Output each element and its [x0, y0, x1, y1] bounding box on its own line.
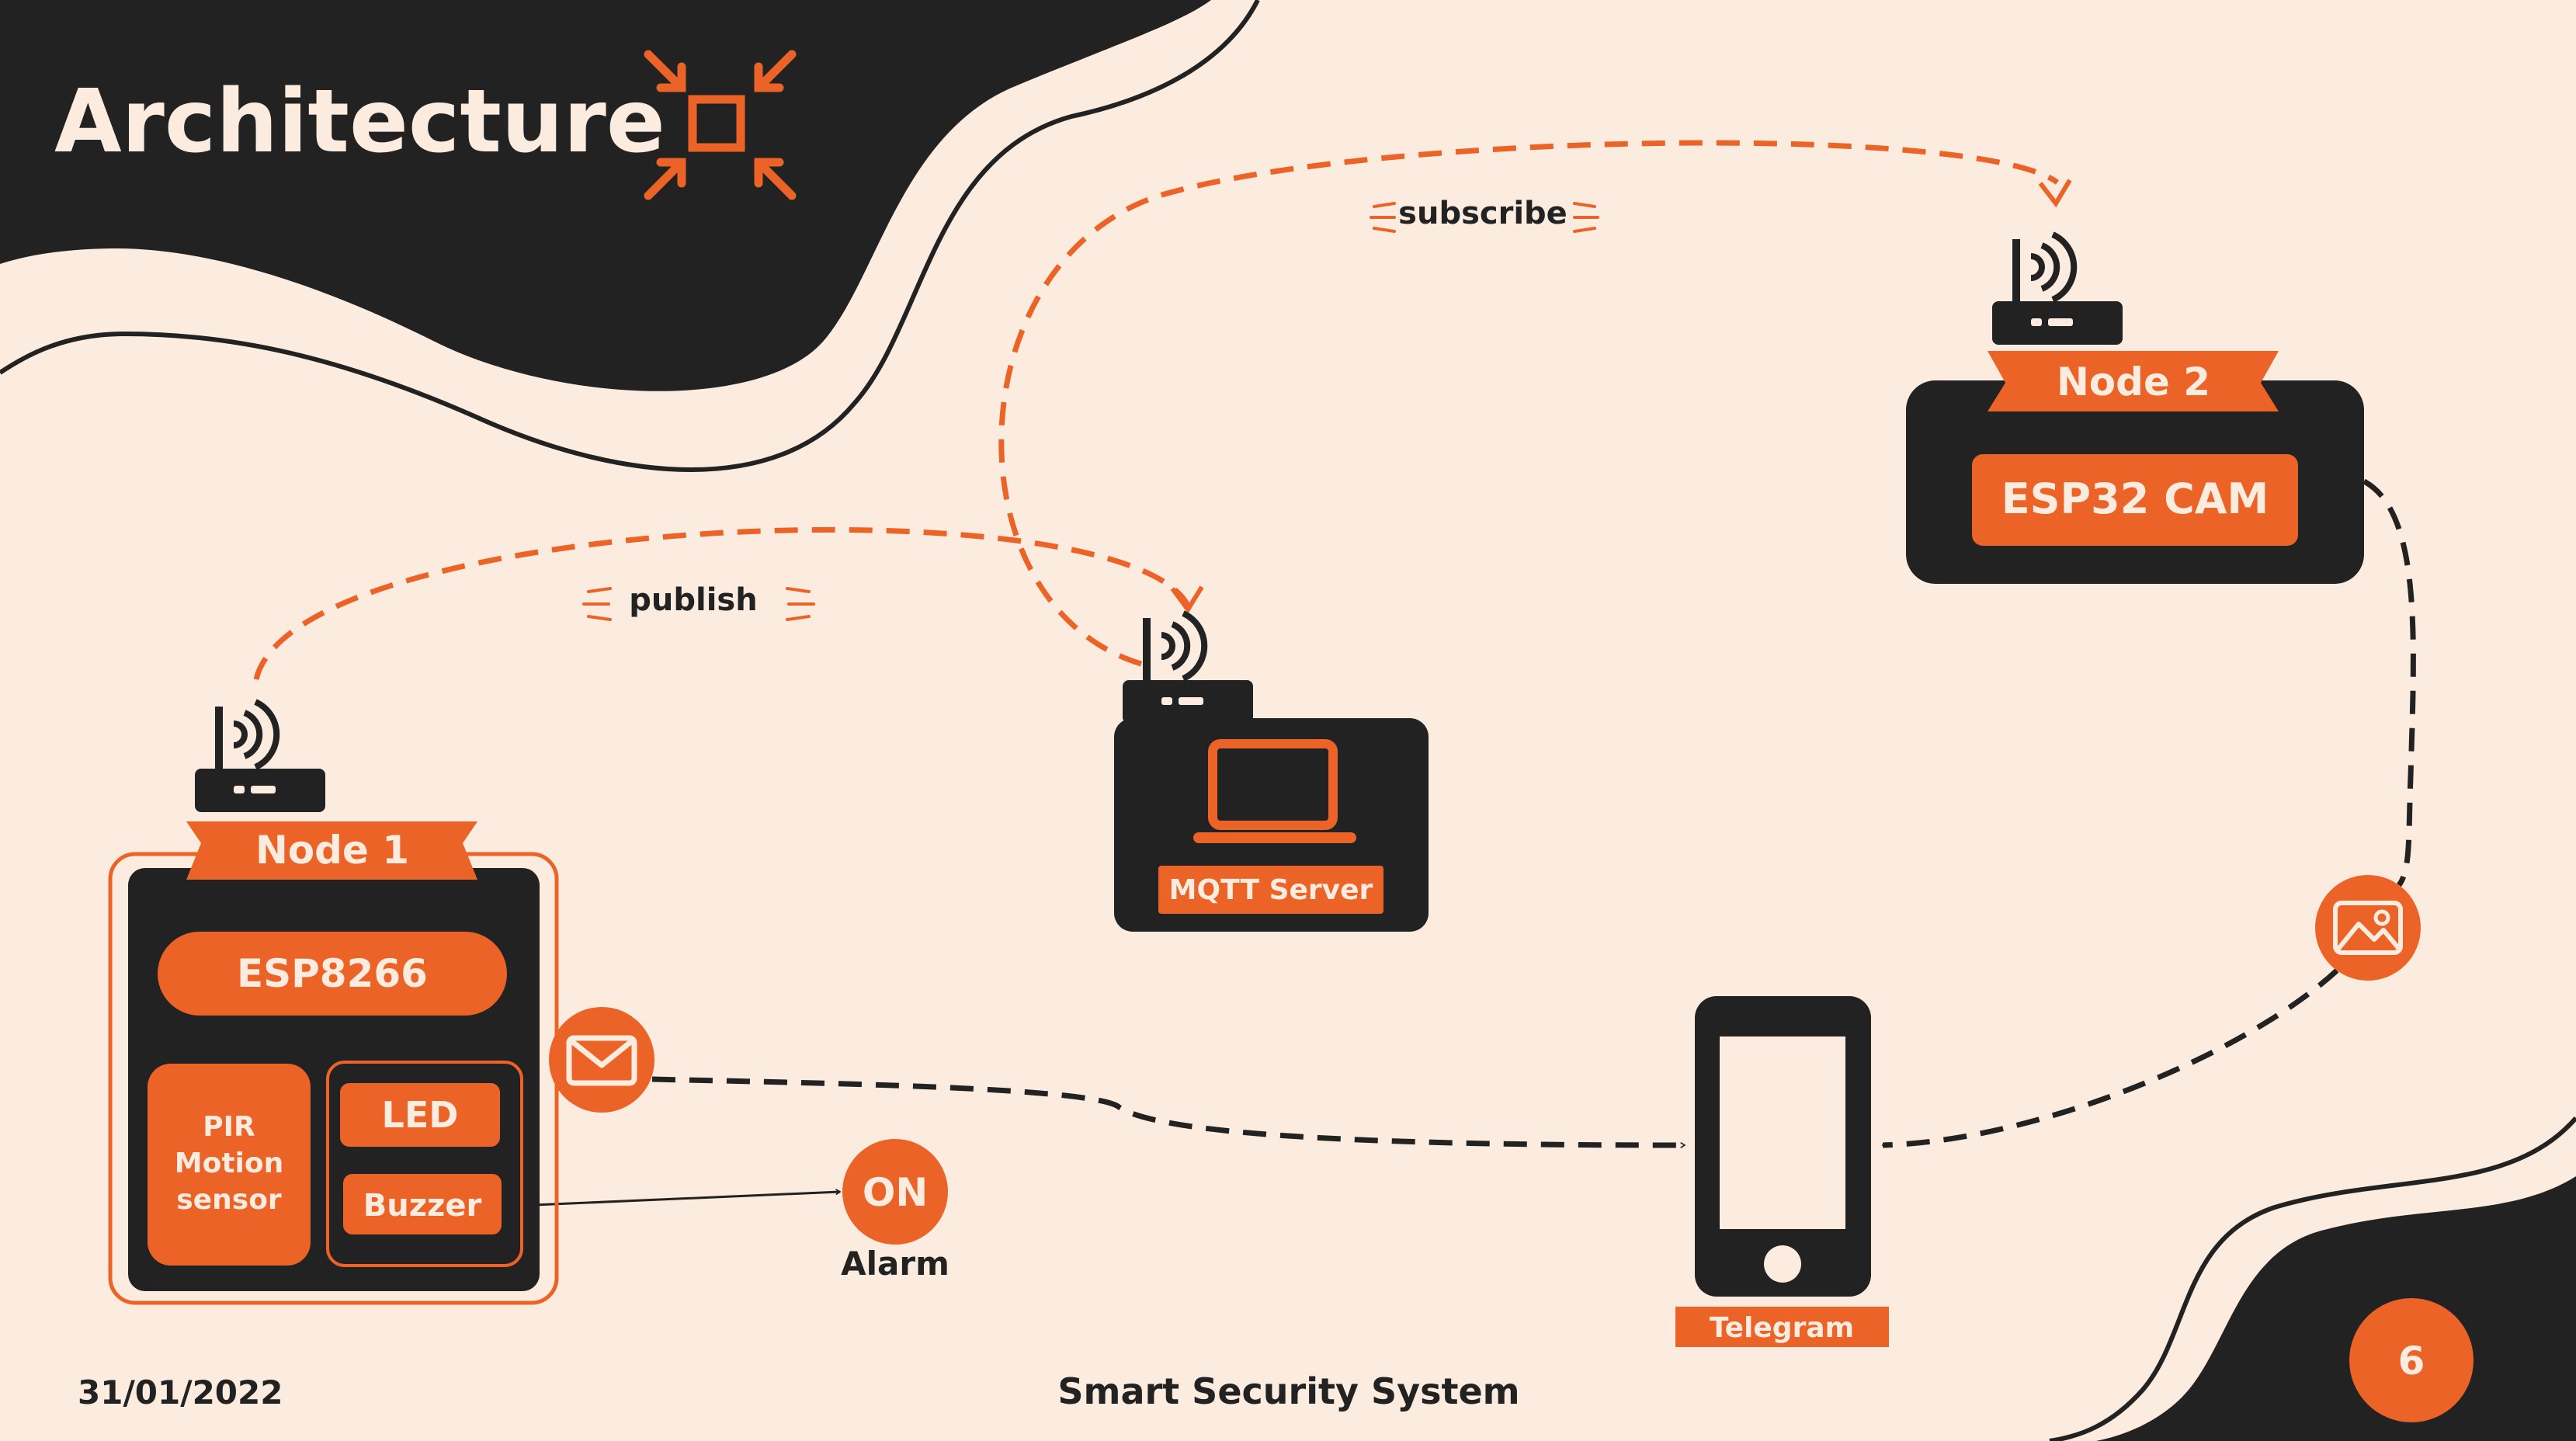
mqtt-server: MQTT Server	[1114, 613, 1429, 932]
led-block	[340, 1083, 500, 1147]
node2: Node 2 ESP32 CAM	[1906, 234, 2364, 584]
actuator-group	[326, 1061, 523, 1267]
esp8266-label: ESP8266	[237, 951, 428, 996]
collapse-arrows-icon	[644, 50, 797, 200]
publish-arrowhead	[1170, 585, 1204, 614]
phone-home-button	[1764, 1245, 1801, 1283]
esp32cam-label: ESP32 CAM	[2001, 474, 2269, 523]
subscribe-label: subscribe	[1398, 196, 1567, 231]
telegram-phone: Telegram	[1675, 996, 1889, 1347]
top-left-wave-line	[0, 0, 1260, 472]
page-number-badge	[2349, 1298, 2474, 1422]
publish-arrow	[253, 526, 1191, 680]
publish-label-group: publish	[582, 582, 815, 621]
buzzer-to-alarm-arrow	[516, 1192, 840, 1207]
slide-footer-title: Smart Security System	[1057, 1370, 1519, 1412]
node2-banner	[1988, 351, 2279, 411]
pir-sensor	[148, 1064, 311, 1266]
subscribe-arrow	[998, 140, 2060, 667]
top-left-wave	[0, 0, 1211, 391]
image-icon	[2315, 875, 2421, 981]
server-label: MQTT Server	[1169, 874, 1373, 906]
node2-title: Node 2	[2057, 359, 2210, 405]
bottom-right-wave-line	[2049, 1116, 2576, 1441]
slide-date: 31/01/2022	[78, 1373, 283, 1411]
alarm-badge	[842, 1139, 948, 1245]
pir-label-line3: sensor	[176, 1184, 282, 1216]
subscribe-label-group: subscribe	[1370, 196, 1599, 233]
alarm-badge-text: ON	[863, 1170, 928, 1215]
pir-label-line2: Motion	[175, 1148, 283, 1179]
led-label: LED	[382, 1094, 459, 1136]
telegram-label-box	[1675, 1307, 1889, 1347]
node1-title: Node 1	[255, 828, 409, 873]
page-number: 6	[2398, 1339, 2425, 1384]
buzzer-block	[343, 1174, 502, 1234]
subscribe-arrowhead	[2038, 179, 2072, 208]
envelope-icon	[549, 1007, 654, 1113]
server-label-box	[1158, 866, 1383, 914]
alarm: ON Alarm	[841, 1139, 950, 1283]
publish-label: publish	[629, 582, 757, 618]
pir-label-line1: PIR	[203, 1111, 255, 1143]
image-to-telegram-arrow	[1883, 968, 2339, 1145]
node1: Node 1 ESP8266 PIR Motion sensor LED Buz…	[108, 702, 559, 1305]
slide-title: Architecture	[54, 71, 665, 172]
buzzer-label: Buzzer	[363, 1188, 482, 1224]
mail-to-telegram-arrow	[651, 1076, 1685, 1145]
laptop-icon	[1193, 739, 1356, 843]
esp8266-chip	[158, 932, 507, 1016]
telegram-label: Telegram	[1710, 1312, 1854, 1344]
alarm-label: Alarm	[841, 1245, 950, 1283]
cam-to-image-arrow	[2362, 478, 2416, 887]
phone-screen	[1720, 1036, 1845, 1229]
node1-banner	[186, 821, 477, 880]
esp32cam-chip	[1972, 454, 2298, 546]
